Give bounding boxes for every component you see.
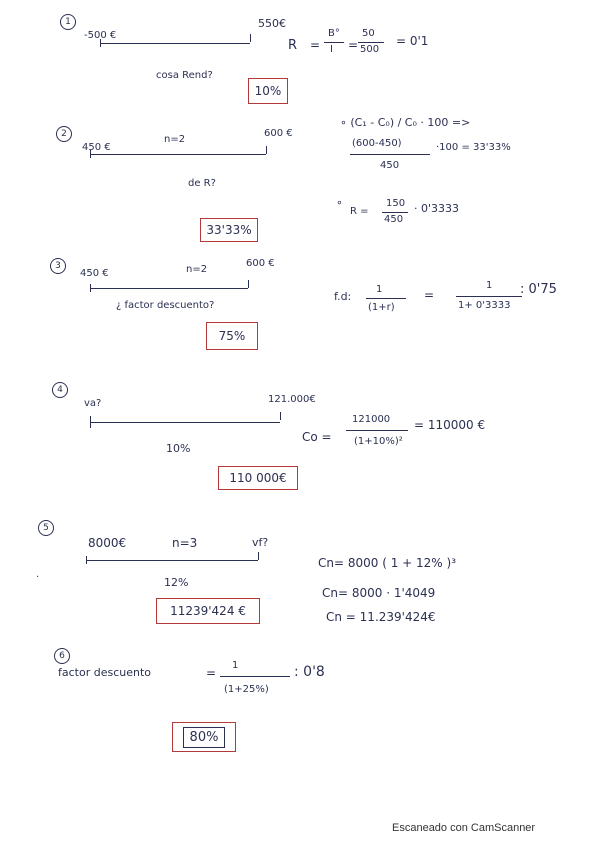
p5-tick-right (258, 552, 259, 560)
p4-timeline (90, 422, 280, 423)
p2-frac-bar (350, 154, 430, 155)
p3-timeline (90, 288, 248, 289)
p6-eq: = (206, 666, 217, 680)
p1-answer-box: 10% (248, 78, 288, 104)
p2-timeline (90, 154, 266, 155)
p2-frac-top: (600-450) (352, 138, 402, 149)
problem-5-number: 5 (38, 520, 54, 536)
p3-fd2-bot: 1+ 0'3333 (458, 300, 511, 311)
p2-r-result: · 0'3333 (414, 202, 460, 215)
p4-tick-left (90, 416, 91, 428)
problem-2-number: 2 (56, 126, 72, 142)
p1-tick-right (250, 34, 251, 42)
p3-fd-bot: (1+r) (368, 302, 395, 313)
p5-timeline (86, 560, 258, 561)
p3-result: : 0'75 (520, 282, 557, 297)
p3-fd-bar (366, 298, 406, 299)
p5-rate: 12% (164, 576, 189, 589)
p4-right-value: 121.000€ (268, 394, 316, 405)
p5-cn-line3: Cn = 11.239'424€ (326, 610, 436, 624)
p4-result: = 110000 € (414, 418, 486, 432)
p4-co-bot: (1+10%)² (354, 436, 403, 447)
problem-1-number: 1 (60, 14, 76, 30)
p4-answer-box: 110 000€ (218, 466, 298, 490)
p3-eq: = (424, 288, 435, 302)
p5-tick-left (86, 556, 87, 564)
p4-co-bar (346, 430, 408, 431)
p2-r-label: R = (350, 206, 369, 217)
p1-right-value: 550€ (258, 17, 286, 30)
p2-bullet: ∘ (336, 196, 343, 209)
p3-right-value: 600 € (246, 258, 275, 269)
p6-result: : 0'8 (294, 664, 325, 680)
p1-result: = 0'1 (396, 34, 429, 48)
p2-line1: ∘ (C₁ - C₀) / C₀ · 100 => (340, 116, 471, 129)
p2-n: n=2 (164, 134, 186, 145)
p2-r-bar (382, 212, 408, 213)
p2-tick-left (90, 150, 91, 158)
p2-right-value: 600 € (264, 128, 293, 139)
p2-answer-box: 33'33% (200, 218, 258, 242)
p6-answer: 80% (182, 726, 226, 748)
p3-tick-right (248, 280, 249, 288)
p1-frac2-bar (358, 42, 384, 43)
p1-frac1-bot: I (330, 44, 333, 55)
p1-frac1-bar (324, 42, 344, 43)
p4-rate: 10% (166, 442, 191, 455)
p5-left-value: 8000€ (88, 536, 127, 550)
p6-frac-bar (220, 676, 290, 677)
p3-fd2-bar (456, 296, 522, 297)
p3-question: ¿ factor descuento? (116, 300, 215, 311)
p3-fd2-top: 1 (486, 280, 493, 291)
p4-co-top: 121000 (352, 414, 391, 425)
p1-timeline (100, 43, 250, 44)
problem-4-number: 4 (52, 382, 68, 398)
p2-r-bot: 450 (384, 214, 404, 225)
p2-tick-right (266, 146, 267, 154)
p2-r-top: 150 (386, 198, 406, 209)
p1-tick-left (100, 39, 101, 47)
p1-left-value: -500 € (84, 30, 117, 41)
p5-cn-line2: Cn= 8000 · 1'4049 (322, 586, 436, 600)
p3-tick-left (90, 284, 91, 292)
stray-mark: · (36, 572, 40, 583)
p3-fd-top: 1 (376, 284, 383, 295)
problem-6-number: 6 (54, 648, 70, 664)
p3-answer-box: 75% (206, 322, 258, 350)
p5-n: n=3 (172, 536, 198, 550)
p4-left-value: va? (84, 398, 102, 409)
p2-left-value: 450 € (82, 142, 111, 153)
p5-right-value: vf? (252, 536, 269, 549)
p3-fd-label: f.d: (334, 290, 352, 303)
p2-frac-bot: 450 (380, 160, 400, 171)
p4-co-label: Co = (302, 430, 332, 444)
p1-frac1-top: B° (328, 28, 340, 39)
p1-formula-r: R (288, 38, 298, 53)
p1-frac2-top: 50 (362, 28, 375, 39)
p1-question: cosa Rend? (156, 70, 213, 81)
p6-answer-box: 80% (172, 722, 236, 752)
p1-eq2: = (348, 38, 359, 52)
p1-eq1: = (310, 38, 321, 52)
p6-label: factor descuento (58, 666, 152, 679)
p3-n: n=2 (186, 264, 208, 275)
problem-3-number: 3 (50, 258, 66, 274)
p5-cn-line1: Cn= 8000 ( 1 + 12% )³ (318, 556, 456, 570)
p4-tick-right (280, 412, 281, 420)
p6-top: 1 (232, 660, 239, 671)
scanner-footer: Escaneado con CamScanner (392, 822, 536, 834)
p6-bot: (1+25%) (224, 684, 269, 695)
p3-left-value: 450 € (80, 268, 109, 279)
p2-question: de R? (188, 178, 216, 189)
p2-line2-rest: ·100 = 33'33% (436, 142, 511, 153)
p5-answer-box: 11239'424 € (156, 598, 260, 624)
p1-frac2-bot: 500 (360, 44, 380, 55)
